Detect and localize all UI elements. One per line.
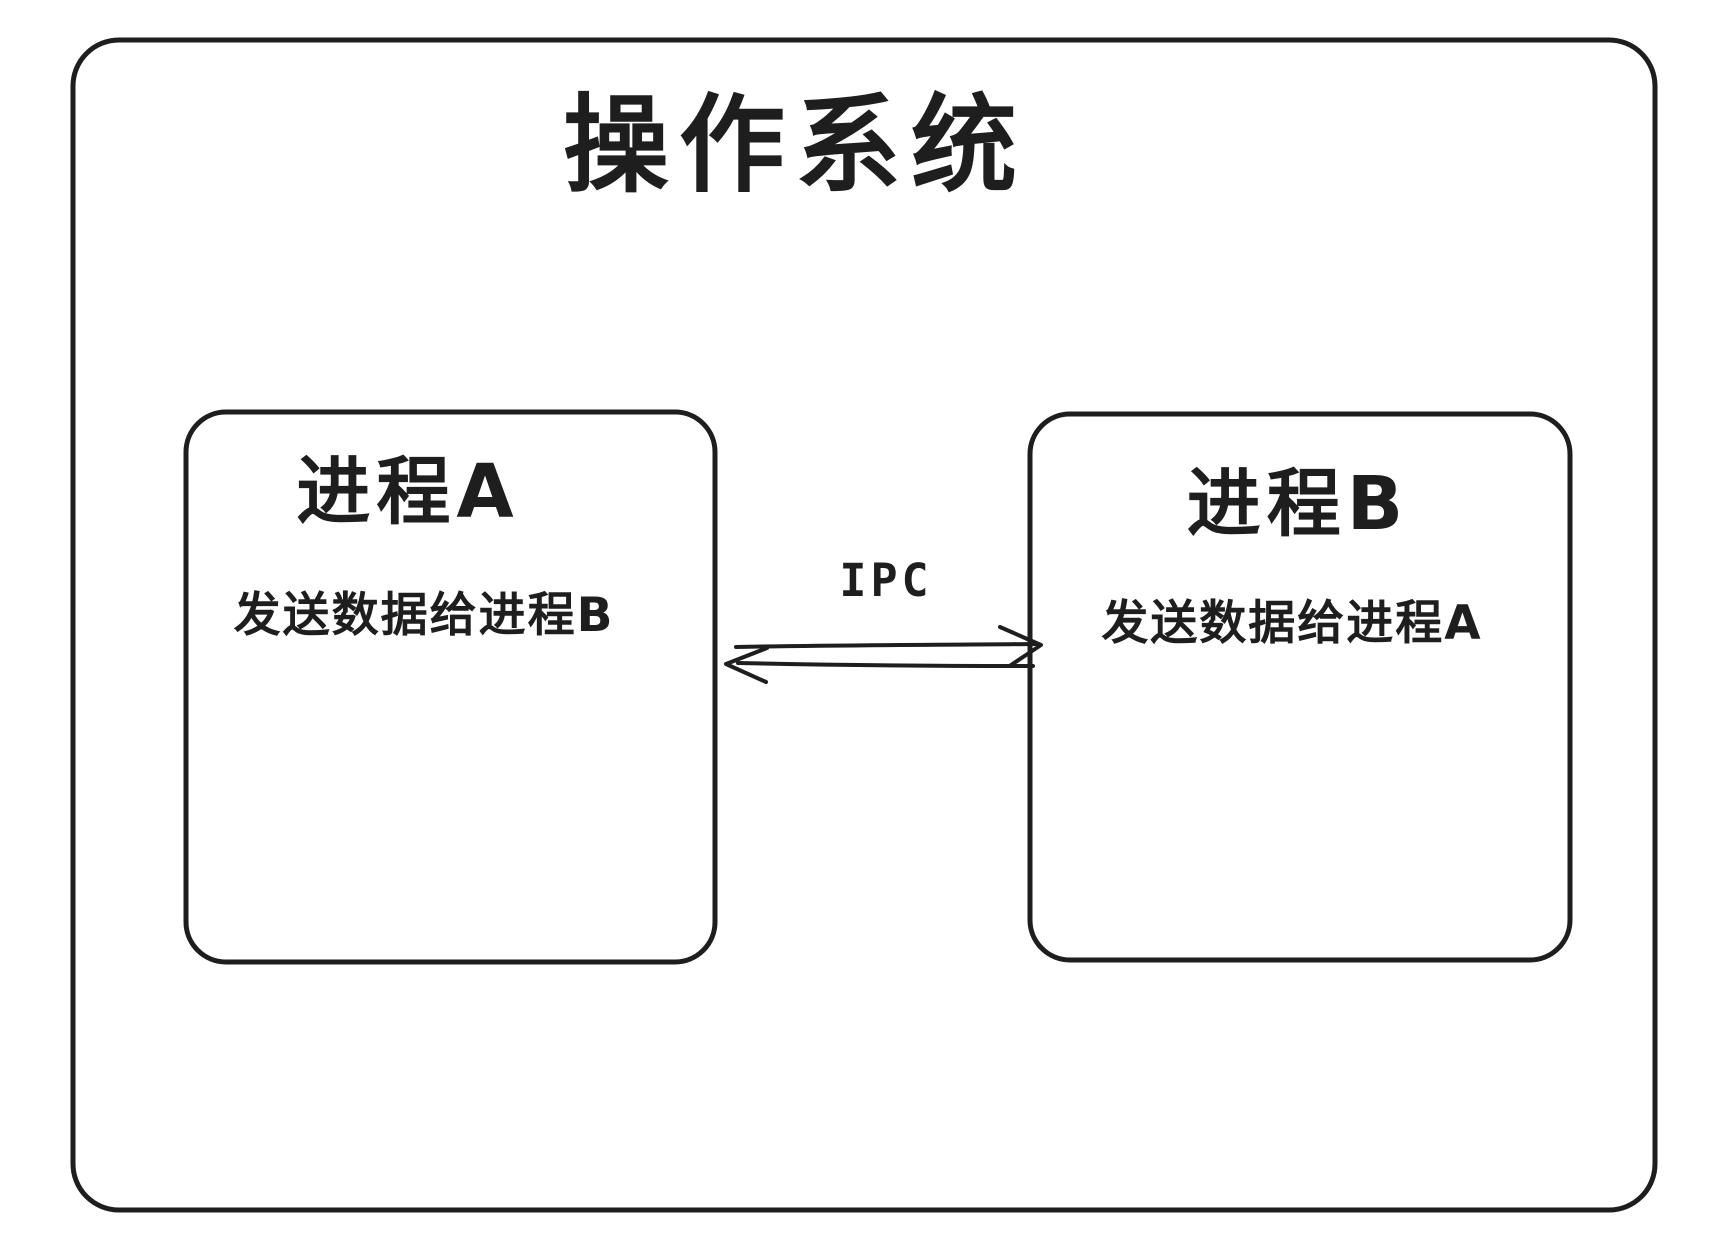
ipc-arrow: [724, 625, 1043, 684]
ipc-arrow-label: IPC: [839, 554, 933, 607]
os-title: 操作系统: [563, 84, 1027, 207]
process-a-box: [183, 409, 718, 965]
process-b-box: [1027, 411, 1573, 963]
process-b-subtitle: 发送数据给进程A: [1101, 596, 1483, 651]
os-container-box: [70, 37, 1658, 1213]
process-a-title: 进程A: [296, 449, 520, 535]
process-b-title: 进程B: [1186, 461, 1410, 547]
process-a-subtitle: 发送数据给进程B: [233, 588, 615, 643]
